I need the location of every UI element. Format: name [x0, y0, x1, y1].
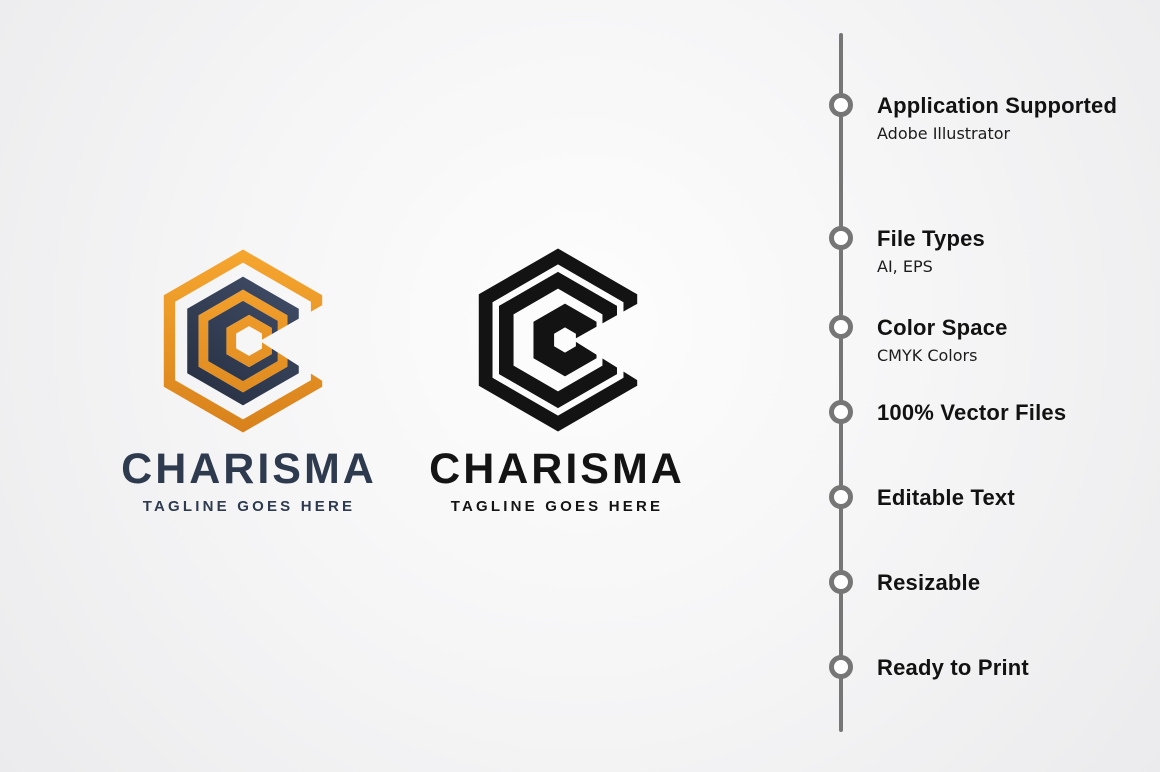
timeline-dot-icon: [829, 315, 853, 339]
wordmark-black: CHARISMA: [429, 445, 685, 493]
feature-item: Editable Text: [829, 485, 1159, 545]
feature-item: Ready to Print: [829, 655, 1159, 715]
feature-title: Resizable: [877, 570, 981, 595]
feature-title: Editable Text: [877, 485, 1015, 510]
timeline-dot-icon: [829, 93, 853, 117]
timeline-dot-icon: [829, 655, 853, 679]
feature-title: File Types: [877, 226, 985, 251]
timeline-dot-icon: [829, 226, 853, 250]
feature-subtitle: AI, EPS: [877, 257, 933, 276]
feature-item: Resizable: [829, 570, 1159, 630]
feature-title: Ready to Print: [877, 655, 1029, 680]
feature-item: Color Space CMYK Colors: [829, 315, 1159, 375]
tagline-color: TAGLINE GOES HERE: [142, 498, 356, 515]
feature-title: 100% Vector Files: [877, 400, 1067, 425]
feature-item: Application Supported Adobe Illustrator: [829, 93, 1159, 153]
hexagon-c-logo-color-icon: [163, 249, 323, 433]
timeline-dot-icon: [829, 570, 853, 594]
tagline-black: TAGLINE GOES HERE: [450, 498, 664, 515]
feature-subtitle: CMYK Colors: [877, 346, 978, 365]
timeline-line: [839, 33, 843, 732]
timeline-dot-icon: [829, 485, 853, 509]
feature-title: Application Supported: [877, 93, 1118, 118]
feature-subtitle: Adobe Illustrator: [877, 124, 1011, 143]
feature-item: File Types AI, EPS: [829, 226, 1159, 286]
hexagon-c-logo-black-icon: [478, 248, 638, 432]
feature-item: 100% Vector Files: [829, 400, 1159, 460]
wordmark-color: CHARISMA: [121, 445, 377, 493]
feature-title: Color Space: [877, 315, 1008, 340]
timeline-dot-icon: [829, 400, 853, 424]
